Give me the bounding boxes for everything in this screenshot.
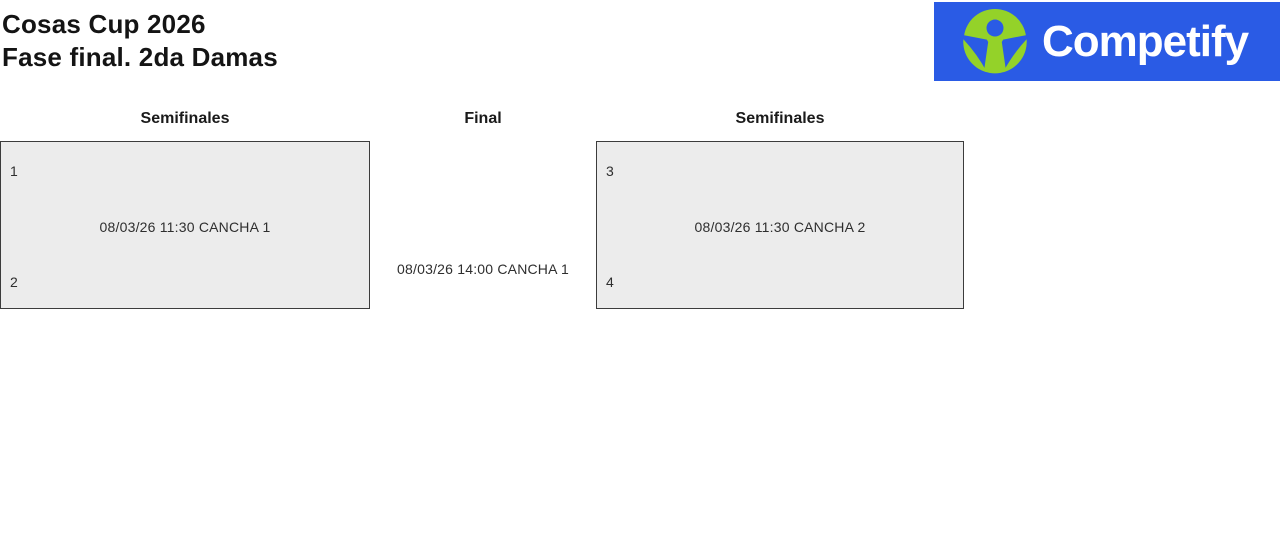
competify-logo[interactable]: Competify <box>934 2 1280 81</box>
match-schedule: 08/03/26 11:30 CANCHA 1 <box>99 219 271 235</box>
match-card-semifinal-1[interactable]: 1 08/03/26 11:30 CANCHA 1 2 <box>0 141 370 309</box>
person-arms-up-icon <box>963 8 1027 73</box>
match-card-semifinal-2[interactable]: 3 08/03/26 11:30 CANCHA 2 4 <box>596 141 964 309</box>
event-title: Cosas Cup 2026 <box>2 9 206 39</box>
event-subtitle: Fase final. 2da Damas <box>2 42 278 72</box>
seed-slot-4: 4 <box>606 274 614 290</box>
event-title-block: Cosas Cup 2026 Fase final. 2da Damas <box>2 8 278 74</box>
round-header-semifinals-left: Semifinales <box>140 110 230 127</box>
round-header-semifinals-right: Semifinales <box>735 110 825 127</box>
seed-slot-2: 2 <box>10 274 18 290</box>
seed-slot-1: 1 <box>10 163 18 179</box>
match-schedule: 08/03/26 11:30 CANCHA 2 <box>694 219 866 235</box>
final-match-schedule: 08/03/26 14:00 CANCHA 1 <box>397 261 569 277</box>
round-header-final: Final <box>464 110 502 127</box>
brand-name: Competify <box>1042 16 1249 66</box>
seed-slot-3: 3 <box>606 163 614 179</box>
